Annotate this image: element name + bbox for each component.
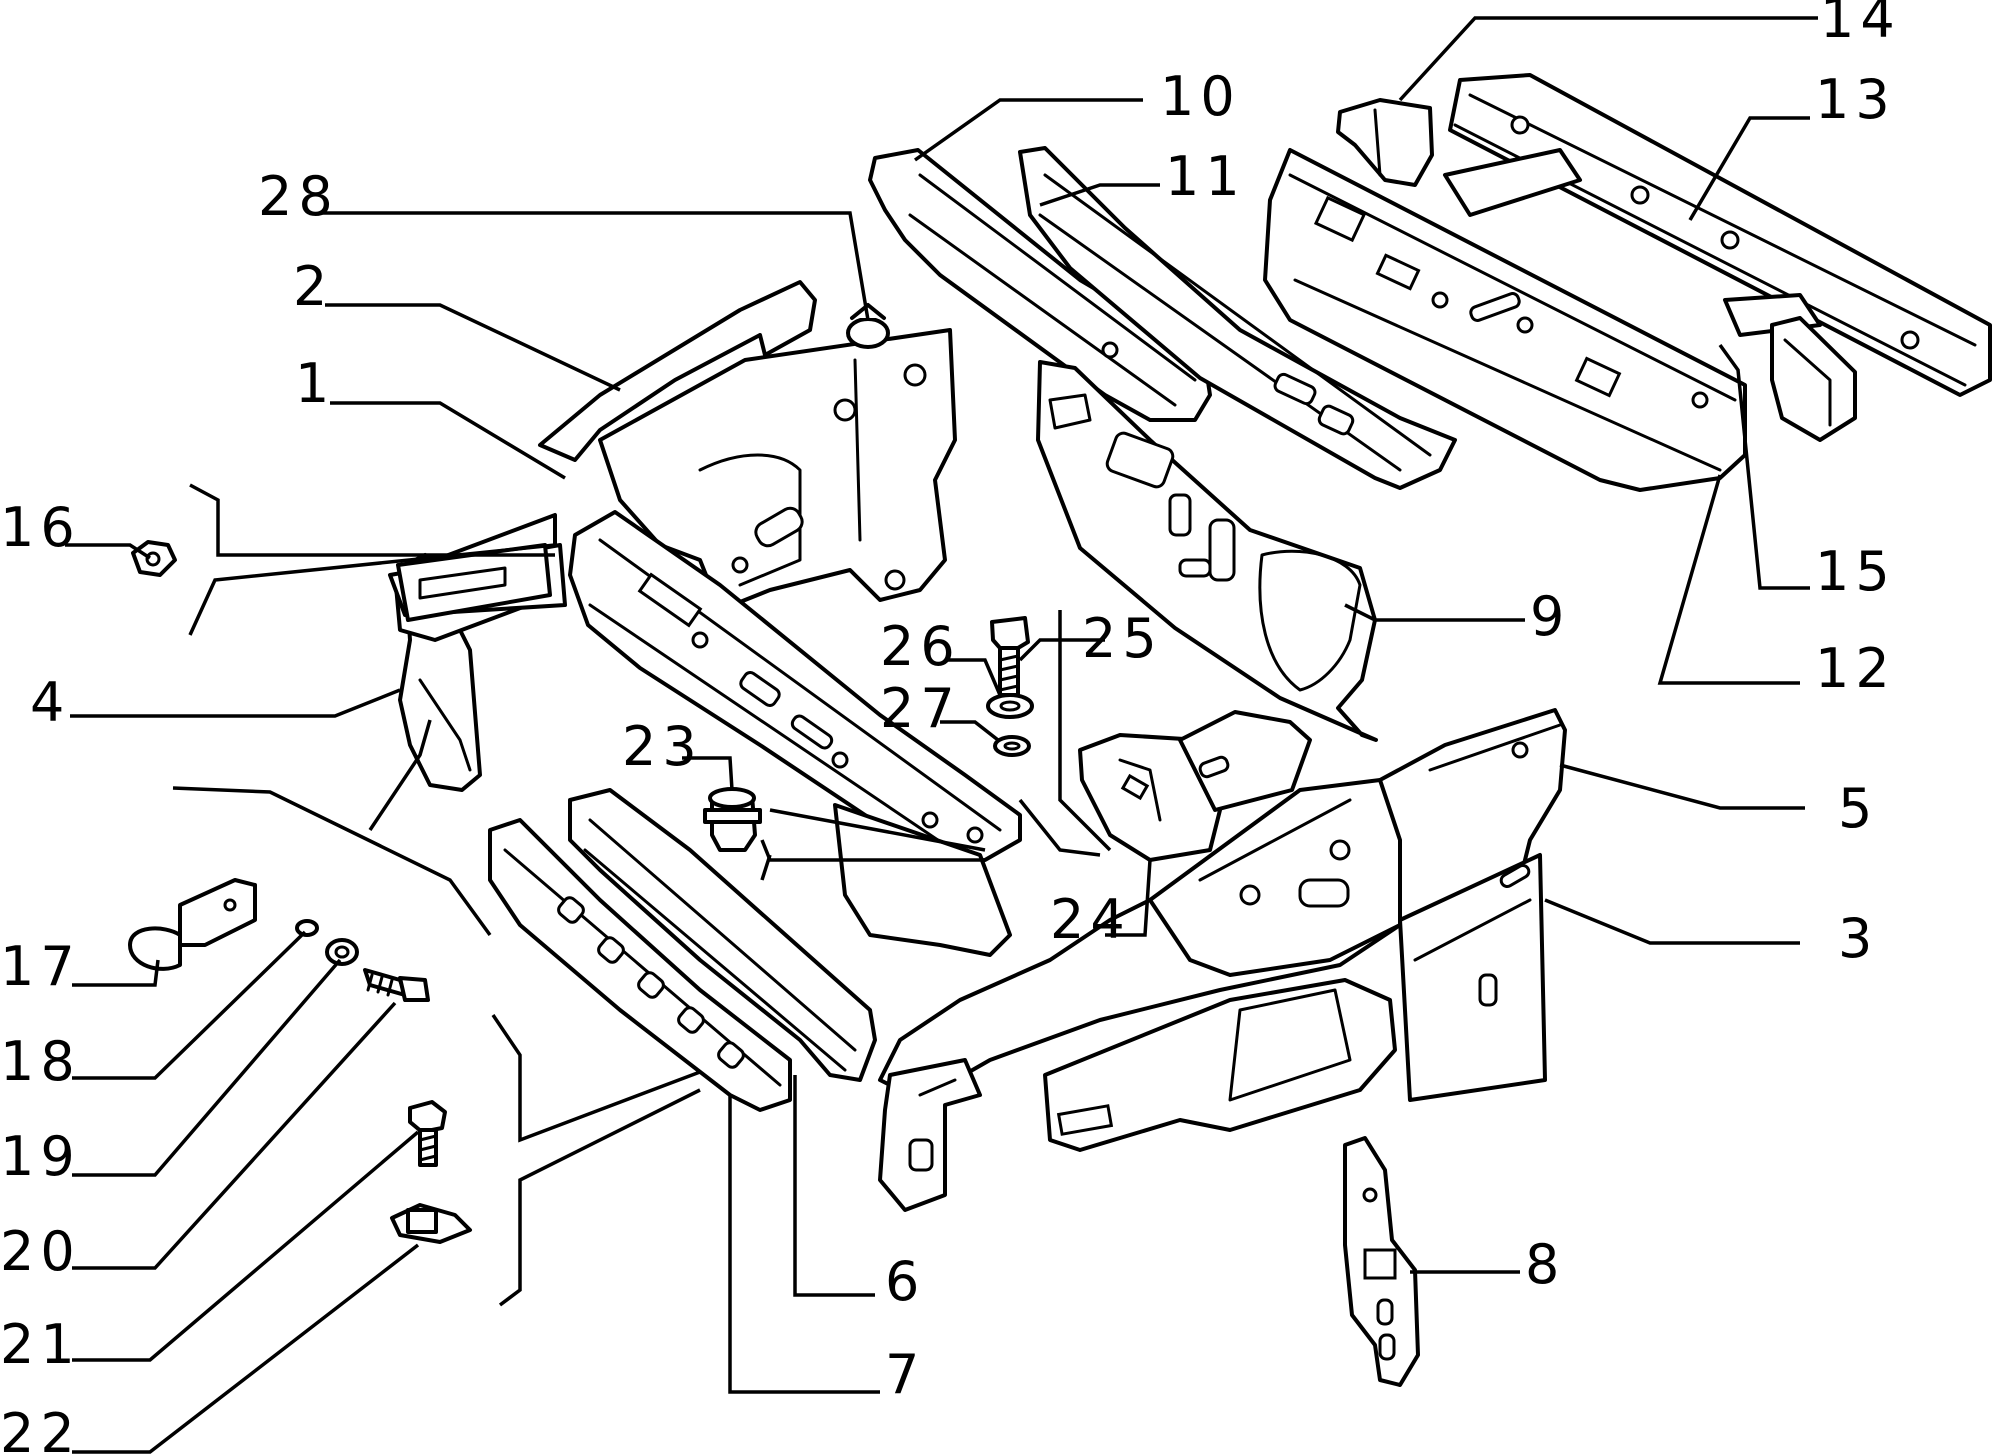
- callout-27: 27: [880, 677, 961, 740]
- part-25-bolt: [990, 616, 1030, 697]
- callout-labels: 1 2 3 4 5 6 7 8 9 10 11 12 13 14 15 16 1…: [0, 0, 1901, 1454]
- callout-5: 5: [1838, 777, 1878, 840]
- part-12-crossmember-panel: [1263, 148, 1747, 492]
- callout-12: 12: [1815, 637, 1896, 700]
- part-11-long-beam: [1018, 146, 1457, 490]
- part-24-mount-bracket: [1078, 710, 1312, 862]
- part-20-bolt: [363, 968, 430, 1002]
- part-18-pin: [295, 919, 319, 937]
- part-21-screw: [408, 1100, 447, 1167]
- callout-leaders: [65, 16, 1818, 1454]
- part-23-bushing: [703, 787, 762, 852]
- part-7-cross-member: [488, 818, 792, 1112]
- callout-19: 19: [0, 1125, 81, 1188]
- part-16-nut: [131, 540, 177, 577]
- part-10-long-beam: [868, 148, 1212, 422]
- callout-23: 23: [622, 715, 703, 778]
- part-3-inner-member: [1043, 853, 1547, 1152]
- part-14-bracket: [1336, 98, 1434, 187]
- callout-18: 18: [0, 1030, 81, 1093]
- part-6-cross-member: [568, 788, 877, 1082]
- part-15-bracket: [1770, 316, 1857, 442]
- callout-25: 25: [1082, 607, 1163, 670]
- callout-21: 21: [0, 1313, 81, 1376]
- part-5-side-panel: [878, 708, 1567, 1102]
- part-22-clip-nut: [390, 1203, 472, 1244]
- part-19-washer: [325, 938, 359, 966]
- callout-6: 6: [885, 1250, 925, 1313]
- callout-13: 13: [1815, 68, 1896, 131]
- part-27-nut: [993, 735, 1031, 757]
- part-1-main-rail: [568, 510, 1022, 957]
- right-end-bracket: [878, 1058, 982, 1212]
- callout-8: 8: [1525, 1233, 1565, 1296]
- callout-15: 15: [1815, 540, 1896, 603]
- part-9-dash-panel: [1036, 360, 1378, 742]
- callout-17: 17: [0, 935, 81, 998]
- part-13-upper-cross-rail: [1443, 73, 1992, 397]
- callout-7: 7: [885, 1343, 925, 1406]
- callout-22: 22: [0, 1402, 81, 1454]
- part-28-grommet: [846, 303, 890, 349]
- part-17-clip-bracket: [128, 878, 257, 971]
- callout-14: 14: [1820, 0, 1901, 50]
- callout-9: 9: [1530, 585, 1570, 648]
- part-8-vertical-bracket: [1343, 1136, 1420, 1387]
- guide-lines: [172, 483, 1112, 1307]
- part-26-washer: [986, 693, 1034, 719]
- callout-10: 10: [1160, 65, 1241, 128]
- callout-24: 24: [1050, 888, 1131, 951]
- part-2-inner-structure: [538, 280, 957, 612]
- callout-16: 16: [0, 496, 81, 559]
- callout-2: 2: [293, 255, 333, 318]
- callout-26: 26: [880, 615, 961, 678]
- callout-3: 3: [1838, 907, 1878, 970]
- callout-20: 20: [0, 1220, 81, 1283]
- callout-11: 11: [1165, 145, 1246, 208]
- callout-1: 1: [295, 352, 335, 415]
- callout-4: 4: [30, 671, 70, 734]
- callout-28: 28: [258, 165, 339, 228]
